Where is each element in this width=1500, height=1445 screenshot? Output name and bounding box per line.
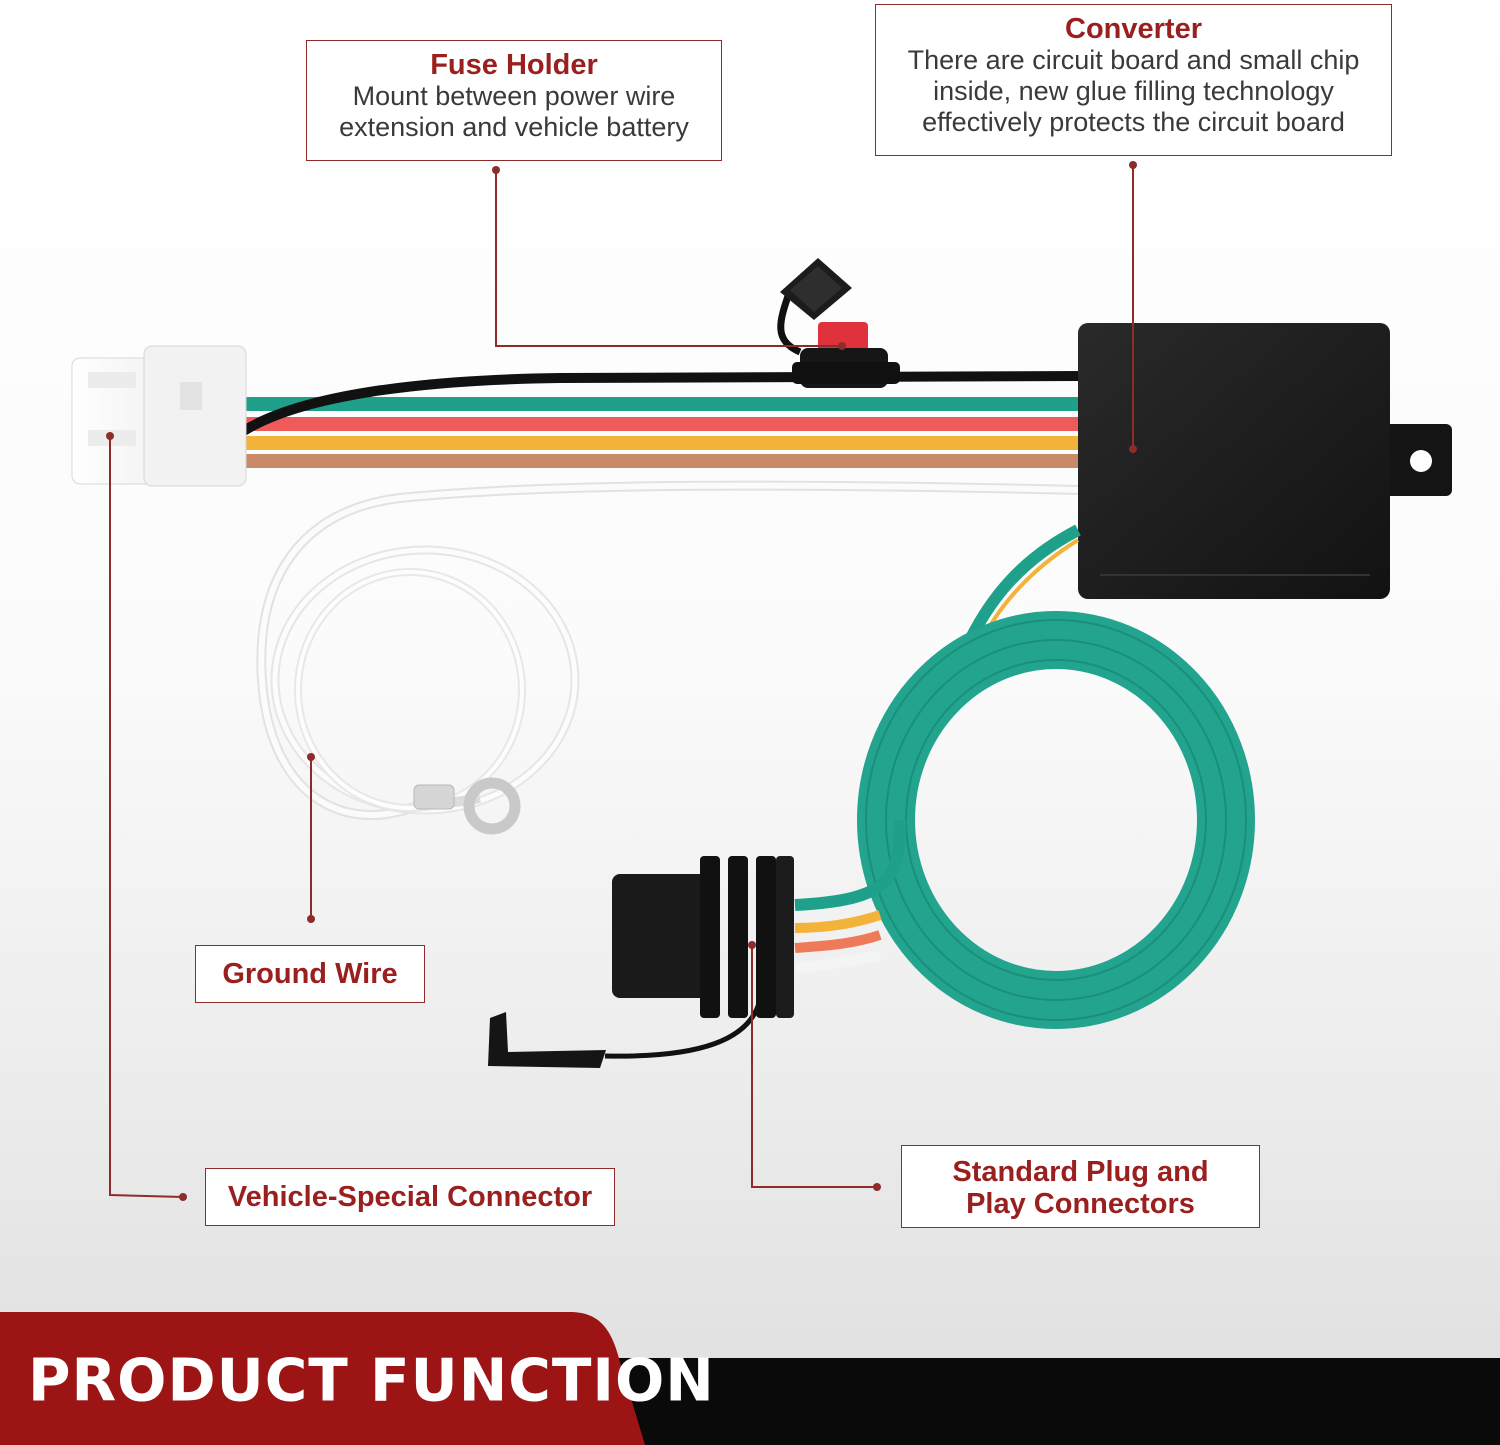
coiled-cable (794, 524, 1255, 1029)
ring-terminal (413, 777, 521, 835)
converter-box (1078, 323, 1452, 599)
plug-connectors-callout: Standard Plug and Play Connectors (901, 1145, 1260, 1228)
converter-title: Converter (1065, 13, 1202, 45)
banner-title: PRODUCT FUNCTION (28, 1345, 715, 1415)
vehicle-connector-title: Vehicle-Special Connector (227, 1181, 593, 1213)
fuse-holder-description: Mount between power wire extension and v… (339, 81, 689, 142)
standard-plug-device (488, 856, 794, 1068)
fuse-holder-title: Fuse Holder (430, 49, 598, 81)
banner-red-tab (0, 1312, 645, 1445)
leader-lines (109, 165, 1134, 1198)
vehicle-connector-plug (71, 345, 247, 487)
leader-dots (106, 161, 1137, 1201)
main-wire-bundle (239, 371, 1083, 468)
fuse-holder-callout: Fuse Holder Mount between power wire ext… (306, 40, 722, 161)
ground-wire-cable (256, 480, 1081, 820)
vehicle-connector-callout: Vehicle-Special Connector (205, 1168, 615, 1226)
ground-wire-callout: Ground Wire (195, 945, 425, 1003)
fuse-holder-device (777, 258, 900, 388)
banner-black-strip (600, 1358, 1500, 1445)
converter-description: There are circuit board and small chip i… (907, 45, 1360, 137)
converter-callout: Converter There are circuit board and sm… (875, 4, 1392, 156)
ground-wire-title: Ground Wire (222, 958, 398, 990)
plug-connectors-title: Standard Plug and Play Connectors (952, 1156, 1209, 1220)
